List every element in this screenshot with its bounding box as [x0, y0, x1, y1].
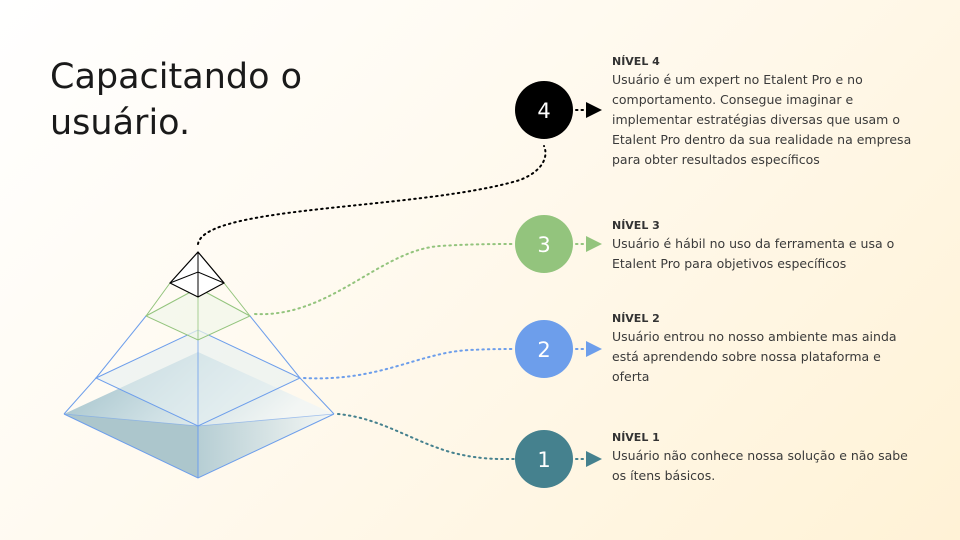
level-2-block: NÍVEL 2 Usuário entrou no nosso ambiente…	[612, 312, 912, 387]
level-4-title: NÍVEL 4	[612, 55, 660, 68]
level-1-block: NÍVEL 1 Usuário não conhece nossa soluçã…	[612, 431, 912, 486]
svg-text:1: 1	[537, 448, 550, 472]
level-1-circle: 1	[515, 430, 573, 488]
pyramid-layer-3	[95, 282, 301, 379]
pyramid-apex	[169, 251, 225, 298]
level-2-title: NÍVEL 2	[612, 312, 660, 325]
connector-level-1	[337, 413, 515, 461]
svg-text:4: 4	[537, 99, 550, 123]
level-3-title: NÍVEL 3	[612, 219, 660, 232]
slide-title: Capacitando o usuário.	[50, 57, 303, 143]
level-1-description: Usuário não conhece nossa solução e não …	[612, 448, 908, 483]
level-1-title: NÍVEL 1	[612, 431, 660, 444]
level-3-description: Usuário é hábil no uso da ferramenta e u…	[612, 236, 895, 271]
level-3-block: NÍVEL 3 Usuário é hábil no uso da ferram…	[612, 219, 912, 274]
svg-text:2: 2	[537, 338, 550, 362]
level-4-circle: 4	[515, 81, 573, 139]
level-2-circle: 2	[515, 320, 573, 378]
connector-level-2	[303, 348, 515, 380]
svg-text:3: 3	[537, 233, 550, 257]
level-3-circle: 3	[515, 215, 573, 273]
level-4-block: NÍVEL 4 Usuário é um expert no Etalent P…	[612, 55, 912, 170]
level-4-description: Usuário é um expert no Etalent Pro e no …	[612, 72, 912, 167]
connector-level-3	[254, 243, 515, 316]
level-2-description: Usuário entrou no nosso ambiente mas ain…	[612, 329, 897, 384]
connector-level-4	[197, 145, 547, 245]
